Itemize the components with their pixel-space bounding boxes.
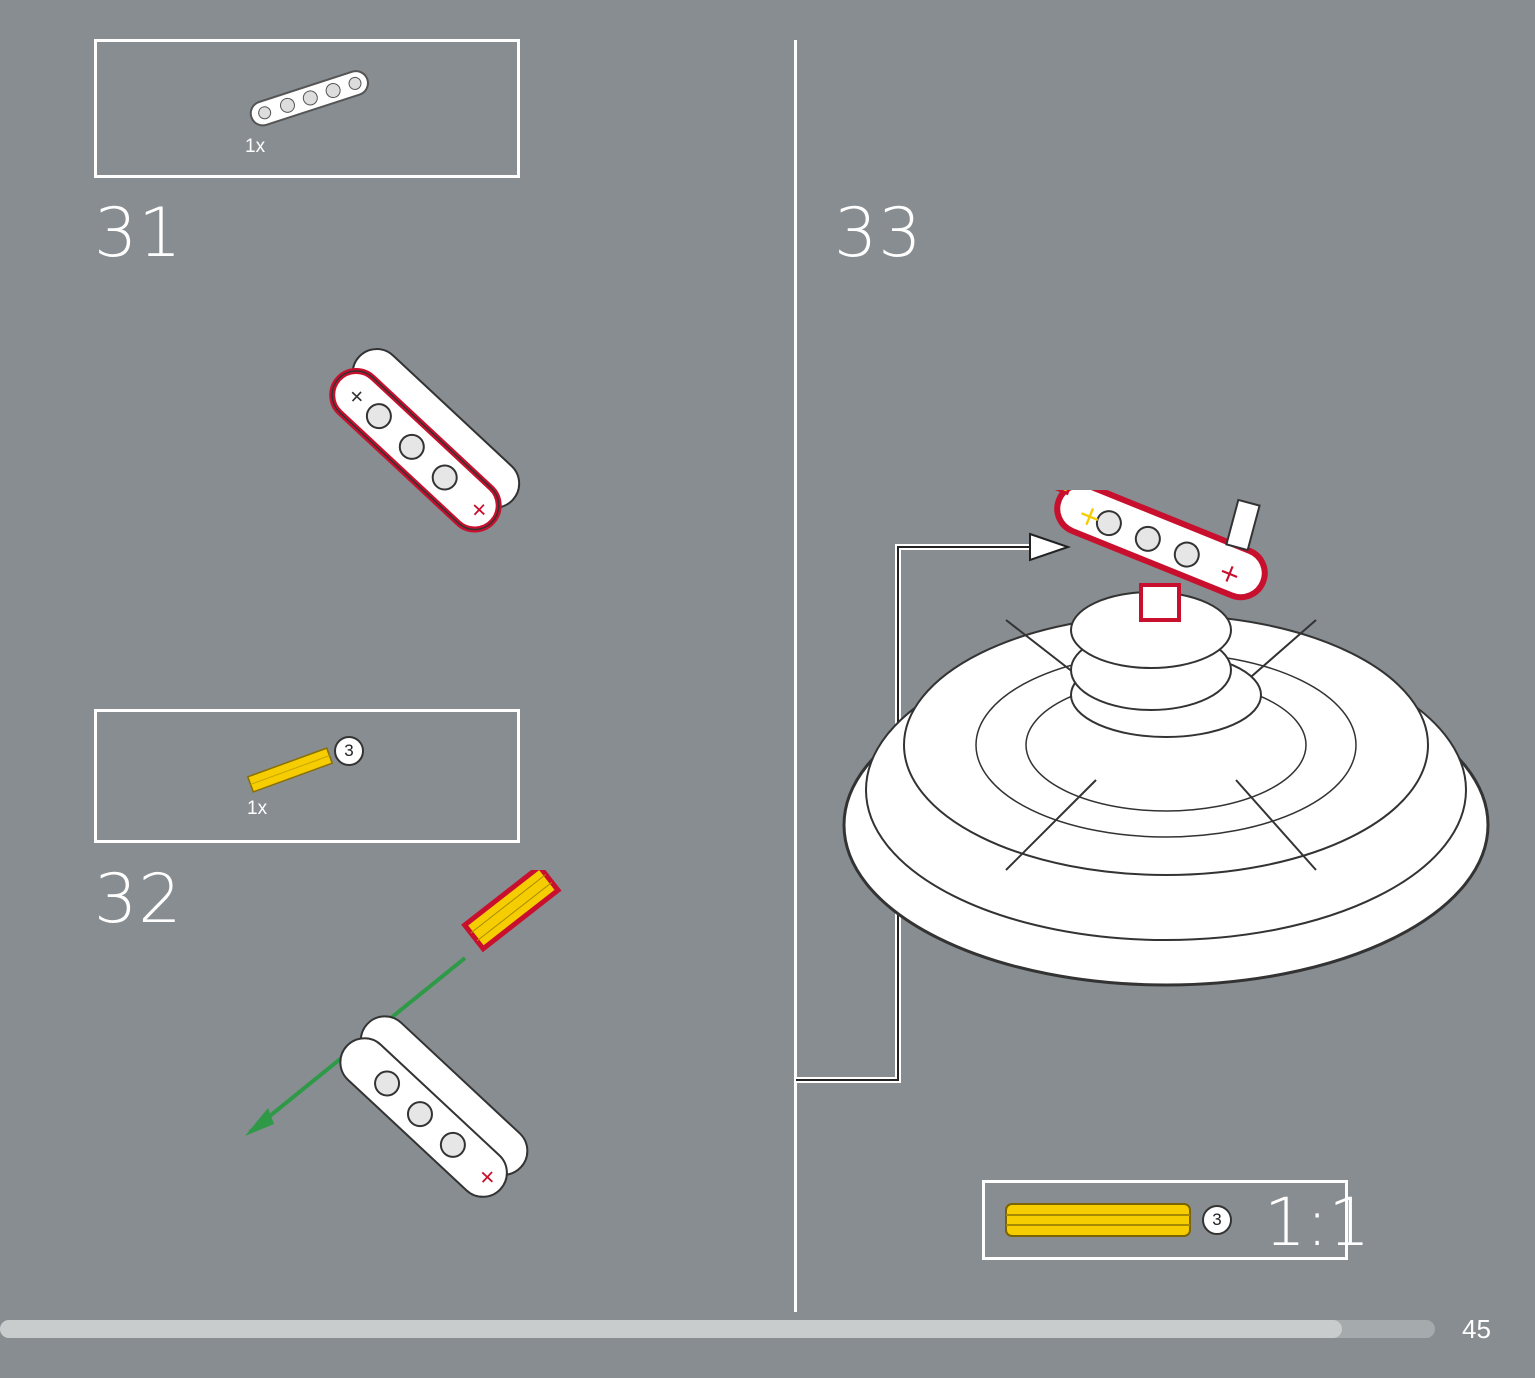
progress-fill xyxy=(0,1320,1342,1338)
page-number: 45 xyxy=(1462,1314,1491,1344)
step-number: 32 xyxy=(94,860,183,939)
length-indicator: 3 xyxy=(1202,1205,1232,1235)
step-number: 31 xyxy=(94,194,183,273)
step-31-assembly-illustration: + + xyxy=(329,348,521,533)
axle-icon xyxy=(246,747,334,793)
step-divider xyxy=(794,40,797,1312)
step-number: 33 xyxy=(834,194,923,273)
parts-callout-step-31 xyxy=(94,39,520,178)
step-32-assembly-illustration: + xyxy=(245,870,562,1198)
part-quantity: 1x xyxy=(247,798,268,819)
scale-ratio: 1:1 xyxy=(1264,1184,1371,1261)
scale-reference-box xyxy=(982,1180,1348,1260)
step-33-assembly-illustration: + + xyxy=(796,490,1490,1083)
beam-icon xyxy=(249,70,369,127)
axle-scale-icon xyxy=(1005,1203,1191,1237)
parts-callout-step-32 xyxy=(94,709,520,843)
part-quantity: 1x xyxy=(245,136,266,157)
progress-bar xyxy=(0,1320,1435,1338)
length-indicator: 3 xyxy=(334,736,364,766)
